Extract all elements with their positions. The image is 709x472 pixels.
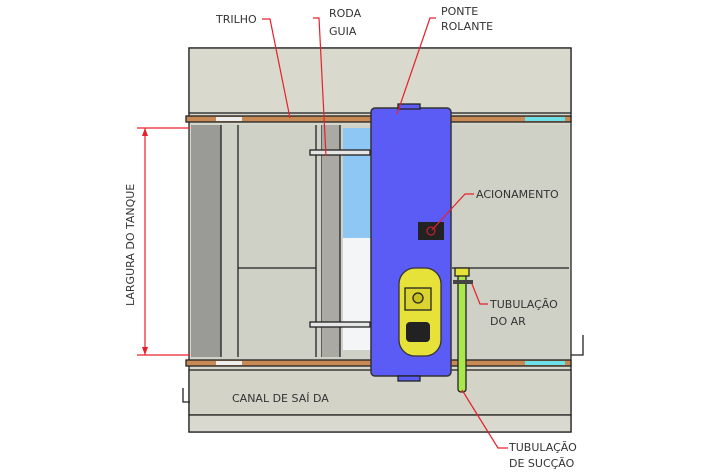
water-window <box>343 128 371 238</box>
label-crane-2: ROLANTE <box>441 20 493 33</box>
label-guide-wheel-1: RODA <box>329 7 362 20</box>
label-rail: TRILHO <box>215 13 257 26</box>
width-dimension: LARGURA DO TANQUE <box>124 127 190 356</box>
label-crane-1: PONTE <box>441 5 478 18</box>
label-channel: CANAL DE SAÍ DA <box>232 392 329 405</box>
tank-top-wall <box>188 47 572 114</box>
label-suction-pipe-2: DE SUCÇÃO <box>509 457 575 470</box>
label-air-pipe-2: DO AR <box>490 315 526 328</box>
label-drive: ACIONAMENTO <box>476 188 559 201</box>
label-guide-wheel-2: GUIA <box>329 25 357 38</box>
left-column <box>191 125 221 357</box>
label-air-pipe-1: TUBULAÇÃO <box>489 298 558 311</box>
label-suction-pipe-1: TUBULAÇÃO <box>508 441 577 454</box>
air-tank <box>398 267 442 357</box>
width-label: LARGURA DO TANQUE <box>124 184 137 306</box>
suction-pipe <box>457 271 467 393</box>
drive-unit <box>418 222 444 240</box>
